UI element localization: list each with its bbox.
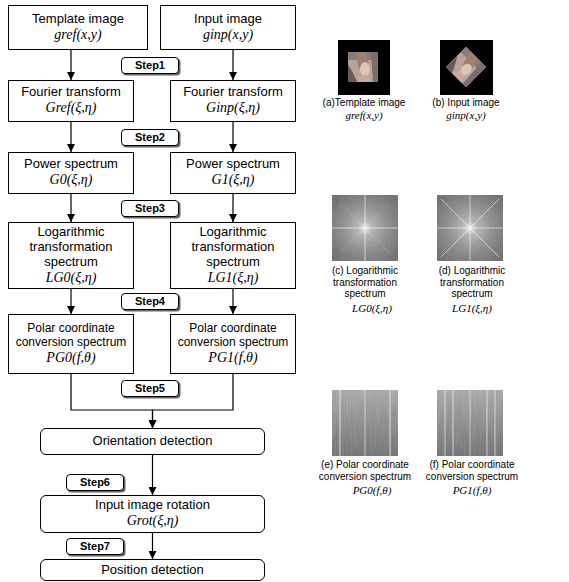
flow-arrow xyxy=(232,50,233,80)
box-title: Input image rotation xyxy=(45,498,260,513)
formula-text: G1(ξ,η) xyxy=(175,172,291,188)
step-tag: Step1 xyxy=(121,57,179,74)
rounded-process-box: Orientation detection xyxy=(40,428,265,455)
flow-arrow xyxy=(232,194,233,222)
step-tag: Step6 xyxy=(66,474,124,491)
process-box: Template imagegref(x,y) xyxy=(8,5,148,50)
box-title: Input image xyxy=(165,12,291,27)
box-title: Logarithmic transformation spectrum xyxy=(175,225,291,270)
formula-text: PG1(f,θ) xyxy=(175,350,291,366)
step-label: Step4 xyxy=(124,295,176,308)
process-box: Input imageginp(x,y) xyxy=(160,5,296,50)
figure-caption: (f) Polar coordinate conversion spectrum xyxy=(420,459,524,482)
process-box: Polar coordinate conversion spectrumPG1(… xyxy=(170,314,296,374)
figure-caption: (a)Template image xyxy=(314,97,414,109)
formula-text: gref(x,y) xyxy=(13,27,143,43)
step-tag: Step4 xyxy=(121,293,179,310)
flow-arrow xyxy=(152,455,153,495)
formula-text: G0(ξ,η) xyxy=(13,172,129,188)
flow-arrow xyxy=(152,533,153,559)
process-box: Logarithmic transformation spectrumLG1(ξ… xyxy=(170,222,296,289)
step-label: Step2 xyxy=(124,131,176,144)
box-title: Power spectrum xyxy=(13,157,129,172)
figure-formula: LG0(ξ,η) xyxy=(322,302,422,315)
box-title: Fourier transform xyxy=(175,85,291,100)
formula-text: LG1(ξ,η) xyxy=(175,270,291,286)
rounded-process-box: Position detection xyxy=(40,559,265,581)
flow-arrow xyxy=(70,289,71,314)
formula-text: Gref(ξ,η) xyxy=(13,100,129,116)
step-label: Step6 xyxy=(69,476,121,489)
figure-caption: (b) Input image xyxy=(416,97,516,109)
step-tag: Step5 xyxy=(121,380,179,397)
flow-arrow xyxy=(70,50,71,80)
figure-formula: gref(x,y) xyxy=(314,109,414,122)
box-title: Polar coordinate conversion spectrum xyxy=(13,322,129,350)
step-label: Step3 xyxy=(124,202,176,215)
process-box: Logarithmic transformation spectrumLG0(ξ… xyxy=(8,222,134,289)
step-label: Step7 xyxy=(69,540,121,553)
process-box: Power spectrumG1(ξ,η) xyxy=(170,152,296,194)
formula-text: Grot(ξ,η) xyxy=(45,513,260,529)
box-title: Template image xyxy=(13,12,143,27)
box-title: Logarithmic transformation spectrum xyxy=(13,225,129,270)
process-box: Polar coordinate conversion spectrumPG0(… xyxy=(8,314,134,374)
step-label: Step1 xyxy=(124,59,176,72)
process-box: Fourier transformGinp(ξ,η) xyxy=(170,80,296,122)
box-title: Fourier transform xyxy=(13,85,129,100)
flow-arrow xyxy=(232,289,233,314)
figure-caption: (d) Logarithmic transformation spectrum xyxy=(420,265,524,300)
flow-arrow xyxy=(70,194,71,222)
flow-arrow xyxy=(232,122,233,152)
step-tag: Step2 xyxy=(121,129,179,146)
formula-text: LG0(ξ,η) xyxy=(13,270,129,286)
figure-formula: PG1(f,θ) xyxy=(422,484,522,497)
formula-text: PG0(f,θ) xyxy=(13,350,129,366)
figure-caption: (c) Logarithmic transformation spectrum xyxy=(313,265,417,300)
box-title: Position detection xyxy=(45,563,260,578)
formula-text: ginp(x,y) xyxy=(165,27,291,43)
figure-formula: PG0(f,θ) xyxy=(322,484,422,497)
flow-arrow xyxy=(70,122,71,152)
box-title: Orientation detection xyxy=(45,434,260,449)
process-box: Fourier transformGref(ξ,η) xyxy=(8,80,134,122)
box-title: Power spectrum xyxy=(175,157,291,172)
figure-caption: (e) Polar coordinate conversion spectrum xyxy=(313,459,417,482)
step-label: Step5 xyxy=(124,382,176,395)
step-tag: Step3 xyxy=(121,200,179,217)
formula-text: Ginp(ξ,η) xyxy=(175,100,291,116)
figure-formula: ginp(x,y) xyxy=(416,109,516,122)
process-box: Power spectrumG0(ξ,η) xyxy=(8,152,134,194)
rounded-process-box: Input image rotationGrot(ξ,η) xyxy=(40,495,265,533)
box-title: Polar coordinate conversion spectrum xyxy=(175,322,291,350)
step-tag: Step7 xyxy=(66,538,124,555)
figure-formula: LG1(ξ,η) xyxy=(422,302,522,315)
